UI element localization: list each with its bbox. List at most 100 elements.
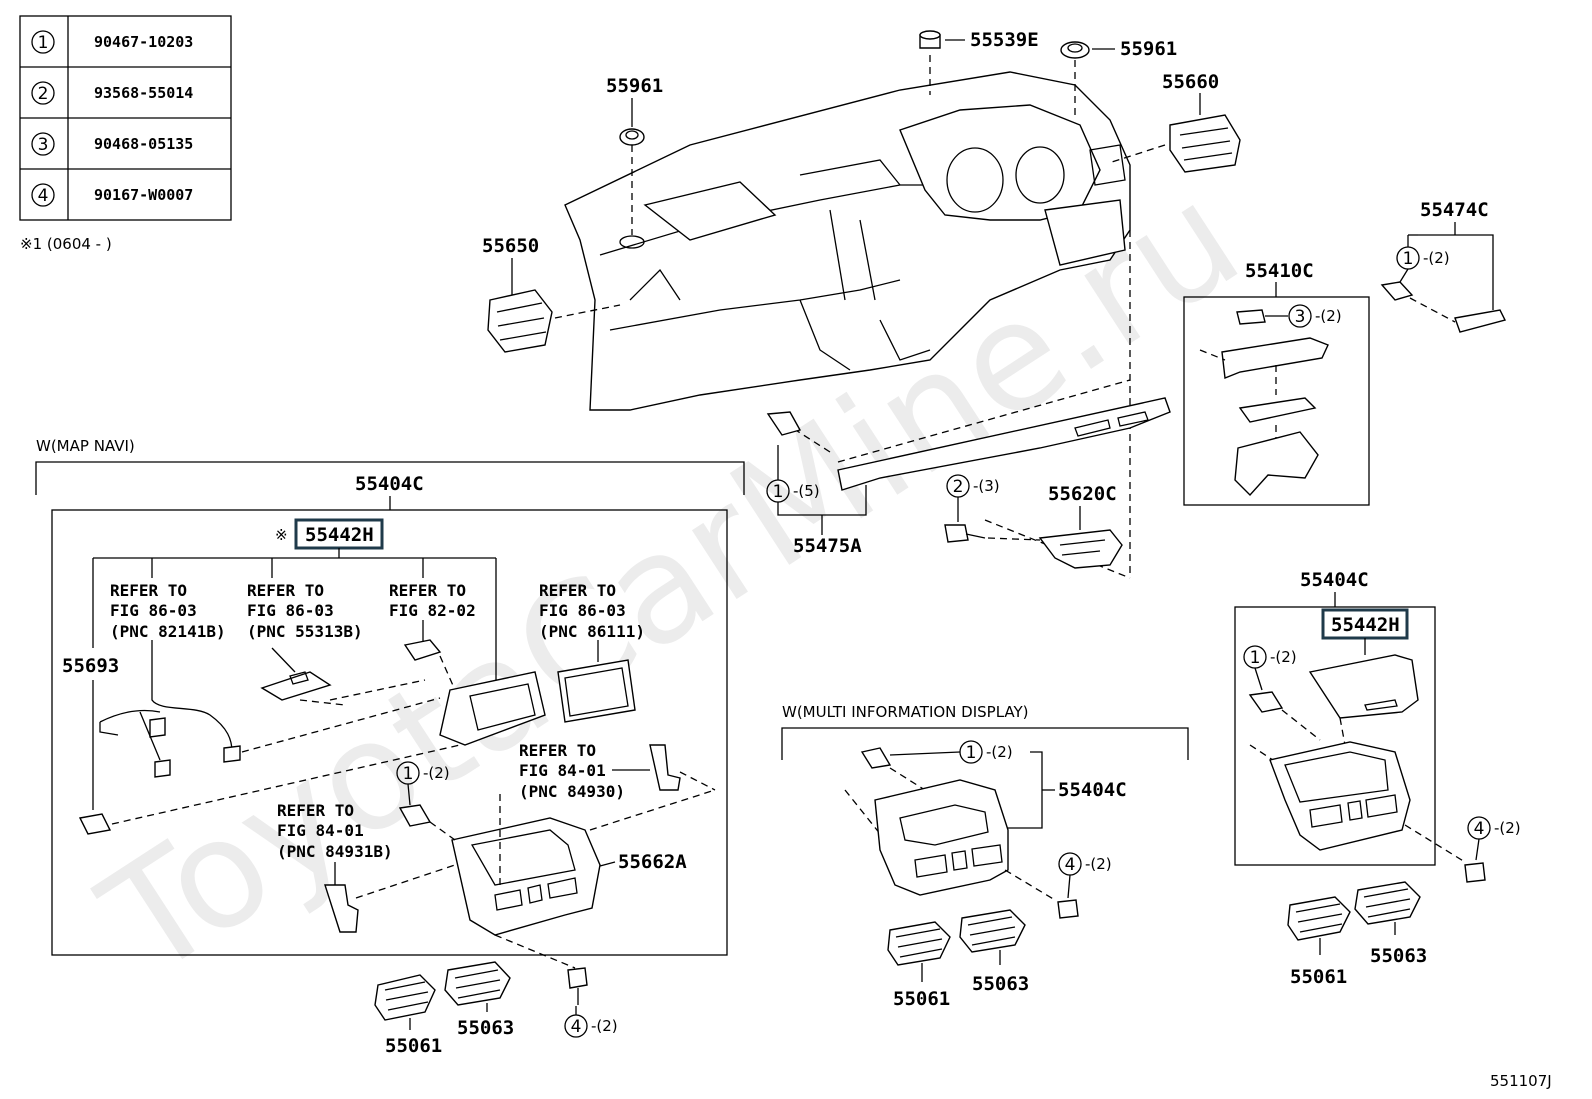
ref-line: REFER TO [110, 581, 187, 600]
callout-number: 4 [571, 1017, 582, 1037]
callout-number: 4 [1065, 855, 1076, 875]
table-row: 3 90468-05135 [31, 132, 193, 156]
vent-55650 [487, 289, 553, 353]
table-row: 2 93568-55014 [31, 81, 193, 105]
label-55660: 55660 [1162, 71, 1219, 93]
part-number: 90468-05135 [94, 135, 193, 153]
callout-number: 1 [966, 743, 977, 763]
ref-line: REFER TO [277, 801, 354, 820]
connector [403, 620, 442, 661]
label-55693: 55693 [62, 655, 119, 677]
table-row: 1 90467-10203 [31, 30, 193, 54]
ref-line: REFER TO [539, 581, 616, 600]
label-55404C-right: 55404C [1300, 569, 1369, 591]
parts-table: 1 90467-10203 2 93568-55014 3 90468-0513… [19, 15, 232, 221]
label-55063-right: 55063 [1370, 945, 1427, 967]
callout-qty: -(2) [1423, 249, 1450, 267]
label-55539E: 55539E [970, 29, 1039, 51]
circuit-board [260, 647, 332, 701]
part-55474C: 55474C 1 -(2) [1380, 199, 1507, 333]
cluster-55404C-right [1269, 741, 1411, 851]
ref-line: REFER TO [247, 581, 324, 600]
row-number: 4 [38, 186, 49, 206]
label-55410C: 55410C [1245, 260, 1314, 282]
label-55961-right: 55961 [1120, 38, 1177, 60]
ref-84931B: REFER TO FIG 84-01 (PNC 84931B) [277, 801, 393, 861]
date-note: ※1 (0604 - ) [20, 235, 112, 253]
callout-number: 1 [1403, 249, 1414, 269]
ref-line: REFER TO [389, 581, 466, 600]
cluster-finish-55662A [451, 817, 601, 936]
callout-number: 3 [1295, 307, 1306, 327]
vent-55660 [1169, 114, 1241, 173]
ref-line: (PNC 86111) [539, 622, 645, 641]
dashboard-panel [564, 71, 1131, 411]
part-55410C-box: 55410C 3 -(2) [1183, 260, 1370, 506]
callout-qty: -(2) [1270, 648, 1297, 666]
label-55404C-mid: 55404C [1058, 779, 1127, 801]
lid-55442H [1308, 654, 1419, 719]
ref-line: (PNC 55313B) [247, 622, 363, 641]
ref-line: FIG 86-03 [110, 601, 197, 620]
cluster-55404C-mid [874, 779, 1009, 896]
callout-number: 2 [953, 477, 964, 497]
table-row: 4 90167-W0007 [31, 183, 193, 207]
label-55061-left: 55061 [385, 1035, 442, 1057]
bracket-55620C [1038, 529, 1123, 569]
label-55442H-nav: 55442H [305, 524, 374, 546]
vent-55063-mid [959, 909, 1026, 953]
screw-4-mid [1057, 899, 1079, 919]
vent-55061-mid [887, 921, 951, 966]
grommet-55961-right [1060, 41, 1090, 59]
label-55442H-right: 55442H [1331, 614, 1400, 636]
label-55061-mid: 55061 [893, 988, 950, 1010]
ref-line: (PNC 82141B) [110, 622, 226, 641]
callout-qty: -(3) [973, 477, 1000, 495]
part-number: 90467-10203 [94, 33, 193, 51]
screw-4-nav [567, 967, 588, 1005]
ref-86111: REFER TO FIG 86-03 (PNC 86111) [539, 581, 645, 641]
bracket-84930 [649, 744, 681, 791]
bracket-84931B [324, 884, 359, 933]
vent-55063-left [444, 961, 511, 1006]
label-55063-mid: 55063 [972, 973, 1029, 995]
callout-qty: -(2) [591, 1017, 618, 1035]
callout-qty: -(2) [423, 764, 450, 782]
ref-line: (PNC 84930) [519, 782, 625, 801]
callout-qty: -(2) [1494, 819, 1521, 837]
label-55662A: 55662A [618, 851, 687, 873]
row-number: 1 [38, 33, 49, 53]
ref-82141B: REFER TO FIG 86-03 (PNC 82141B) [110, 581, 226, 641]
ref-line: FIG 84-01 [519, 761, 606, 780]
caption-map-navi: W(MAP NAVI) [36, 437, 135, 455]
label-55620C: 55620C [1048, 483, 1117, 505]
ref-line: FIG 82-02 [389, 601, 476, 620]
label-55474C: 55474C [1420, 199, 1489, 221]
part-number: 93568-55014 [94, 84, 193, 102]
label-55404C-top: 55404C [355, 473, 424, 495]
ref-55313B: REFER TO FIG 86-03 (PNC 55313B) [247, 581, 363, 641]
screw-2 [944, 524, 986, 543]
label-55650: 55650 [482, 235, 539, 257]
display-bezel [439, 671, 546, 746]
label-55961-left: 55961 [606, 75, 663, 97]
ref-line: FIG 86-03 [539, 601, 626, 620]
callout-qty: -(5) [793, 482, 820, 500]
ref-line: REFER TO [519, 741, 596, 760]
vent-55061-right [1287, 896, 1351, 941]
part-number: 90167-W0007 [94, 186, 193, 204]
ref-line: FIG 84-01 [277, 821, 364, 840]
grommet-55961-left [619, 128, 645, 146]
callout-qty: -(2) [1315, 307, 1342, 325]
clip-55539E [919, 30, 941, 49]
wire-harness [99, 640, 241, 778]
vent-55063-right [1354, 881, 1421, 925]
callout-number: 4 [1474, 819, 1485, 839]
label-55475A: 55475A [793, 535, 862, 557]
star-mark: ※ [275, 526, 288, 544]
callout-number: 1 [773, 482, 784, 502]
callout-qty: -(2) [986, 743, 1013, 761]
callout-qty: -(2) [1085, 855, 1112, 873]
